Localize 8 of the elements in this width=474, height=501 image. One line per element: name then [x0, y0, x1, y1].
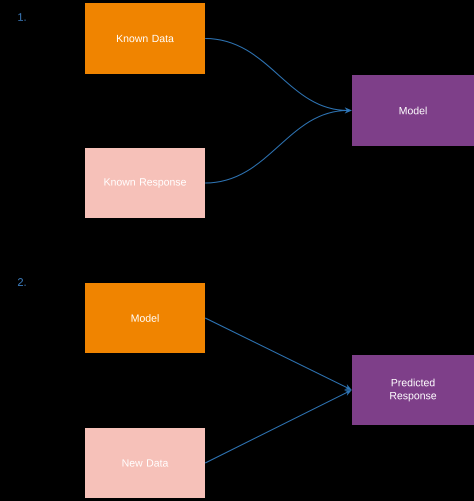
step-number: 2.	[18, 278, 26, 286]
data-box: New Data	[85, 428, 205, 498]
model-box: Model	[85, 283, 205, 353]
model-box: Model	[352, 75, 474, 146]
data-box: Known Data	[85, 3, 205, 74]
prediction-box: Predicted Response	[352, 355, 474, 425]
step-number: 1.	[18, 13, 26, 21]
response-box: Known Response	[85, 148, 205, 218]
